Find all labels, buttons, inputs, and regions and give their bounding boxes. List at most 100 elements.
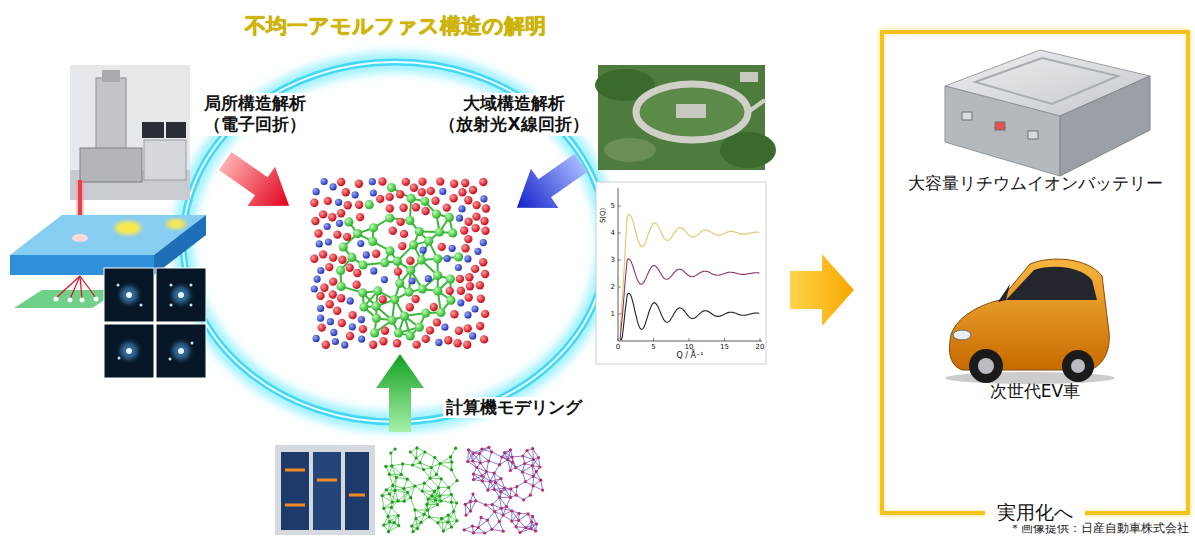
pattern-panel xyxy=(156,268,206,322)
blue-arrow xyxy=(503,143,594,227)
atom-red xyxy=(436,177,444,185)
network-atom xyxy=(450,526,453,529)
network-atom xyxy=(385,488,388,491)
atom-green xyxy=(420,197,429,206)
network-atom xyxy=(471,459,474,462)
battery-terminal xyxy=(1028,131,1038,139)
atom-blue xyxy=(444,255,451,262)
tick-mark xyxy=(618,287,621,288)
atom-red xyxy=(481,227,489,235)
atom-green xyxy=(432,209,441,218)
atom-green xyxy=(347,253,356,262)
atom-green xyxy=(370,328,379,337)
atom-red xyxy=(422,335,430,343)
atom-red xyxy=(412,340,420,348)
network-atom xyxy=(529,494,532,497)
diffraction-dot xyxy=(68,298,73,303)
network-atom xyxy=(381,494,384,497)
pattern-glow xyxy=(172,286,190,304)
network-atom xyxy=(394,489,397,492)
atom-blue xyxy=(330,183,337,190)
atom-red xyxy=(469,186,477,194)
atom-green xyxy=(400,312,409,321)
network-atom xyxy=(439,499,442,502)
network-bond xyxy=(500,497,507,506)
network-bond xyxy=(473,532,484,533)
network-atom xyxy=(486,519,489,522)
network-bond xyxy=(479,454,488,462)
atom-red xyxy=(394,267,402,275)
microscope-photo xyxy=(70,65,190,200)
network-atom xyxy=(530,520,533,523)
network-bond xyxy=(389,526,399,532)
atom-red xyxy=(311,217,319,225)
monitor xyxy=(142,122,164,138)
network-atom xyxy=(480,448,483,451)
pattern-panel xyxy=(104,268,154,322)
atom-green xyxy=(385,213,394,222)
atom-red xyxy=(398,242,406,250)
network-bond xyxy=(452,470,458,481)
atom-green xyxy=(404,288,413,297)
network-bond xyxy=(449,481,457,488)
network-bond xyxy=(391,507,398,515)
network-atom xyxy=(532,458,535,461)
frame-heading: 実用化へ xyxy=(985,501,1085,525)
atom-green xyxy=(380,258,389,267)
atom-green xyxy=(406,266,415,275)
atom-red xyxy=(482,204,490,212)
network-bond xyxy=(522,466,532,472)
network-atom xyxy=(474,499,477,502)
network-atom xyxy=(481,474,484,477)
network-bond xyxy=(413,522,421,531)
atom-green xyxy=(394,328,403,337)
network-atom xyxy=(390,464,393,467)
atom-red xyxy=(337,178,345,186)
atom-blue xyxy=(435,339,442,346)
atom-red xyxy=(355,180,363,188)
atom-green xyxy=(407,194,416,203)
tick-label: 20 xyxy=(756,343,765,352)
atom-green xyxy=(415,323,424,332)
diffracted-ray xyxy=(80,276,82,299)
atom-red xyxy=(399,204,407,212)
atom-green xyxy=(421,309,430,318)
network-bond xyxy=(389,516,398,522)
network-atom xyxy=(447,514,450,517)
atom-red xyxy=(450,310,458,318)
atom-green xyxy=(368,237,377,246)
storage-ring xyxy=(636,84,748,140)
atom-red xyxy=(344,201,352,209)
atom-red xyxy=(316,292,324,300)
network-atom xyxy=(397,524,400,527)
network-bond xyxy=(389,494,398,501)
atom-blue xyxy=(321,178,328,185)
atom-red xyxy=(310,255,318,263)
network-atom xyxy=(382,524,385,527)
network-bond xyxy=(425,452,435,458)
arrow-shape xyxy=(211,141,302,225)
network-bond xyxy=(441,495,451,502)
network-atom xyxy=(422,468,425,471)
network-atom xyxy=(487,446,490,449)
network-atom xyxy=(406,491,409,494)
atom-red xyxy=(418,177,426,185)
tick-label: 3 xyxy=(611,256,615,265)
network-atom xyxy=(498,496,501,499)
network-atom xyxy=(503,451,506,454)
network-atom xyxy=(434,498,437,501)
atom-blue xyxy=(317,305,324,312)
network-atom xyxy=(401,462,404,465)
atom-red xyxy=(372,250,380,258)
atom-red xyxy=(333,230,341,238)
network-bond xyxy=(492,529,503,531)
slab-side xyxy=(154,215,206,275)
atom-green xyxy=(448,228,457,237)
battery-lid-edge xyxy=(975,58,1118,104)
atom-red xyxy=(389,227,397,235)
wheel xyxy=(969,349,1003,383)
network-atom xyxy=(524,480,527,483)
atom-blue xyxy=(347,297,354,304)
network-atom xyxy=(478,452,481,455)
